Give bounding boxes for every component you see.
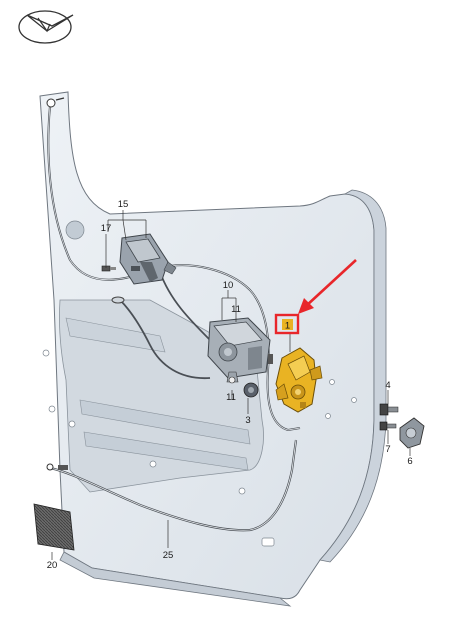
callout-25: 25 [163, 550, 174, 561]
cable-25 [46, 439, 298, 532]
callout-17: 17 [101, 223, 112, 234]
callout-6: 6 [407, 456, 412, 467]
interior-handle-15 [119, 233, 177, 285]
upper-cable [46, 97, 301, 432]
red-pointer-arrow-icon [298, 259, 357, 314]
door-lock-1 [275, 347, 323, 413]
callout-20: 20 [47, 560, 58, 571]
callout-1: 1 [285, 321, 290, 332]
callout-4: 4 [385, 380, 390, 391]
callout-10: 10 [223, 280, 234, 291]
screw-7 [379, 421, 397, 431]
sound-pad-20 [33, 503, 75, 551]
grommet-3 [243, 382, 259, 398]
locking-motor-10 [207, 317, 273, 379]
callout-11-upper: 11 [231, 304, 241, 315]
middle-cable [111, 271, 211, 379]
callout-3: 3 [245, 415, 250, 426]
leader-lines [51, 210, 411, 560]
door-inner-panel [39, 91, 387, 607]
highlighted-callout-1: 1 [274, 313, 300, 335]
callout-7: 7 [385, 444, 390, 455]
bolt-4 [379, 403, 399, 416]
logo-bird-icon [18, 10, 74, 44]
striker-6 [399, 417, 425, 449]
clip-11 [226, 371, 239, 384]
callout-15: 15 [118, 199, 129, 210]
callout-11-lower: 11 [226, 392, 236, 403]
